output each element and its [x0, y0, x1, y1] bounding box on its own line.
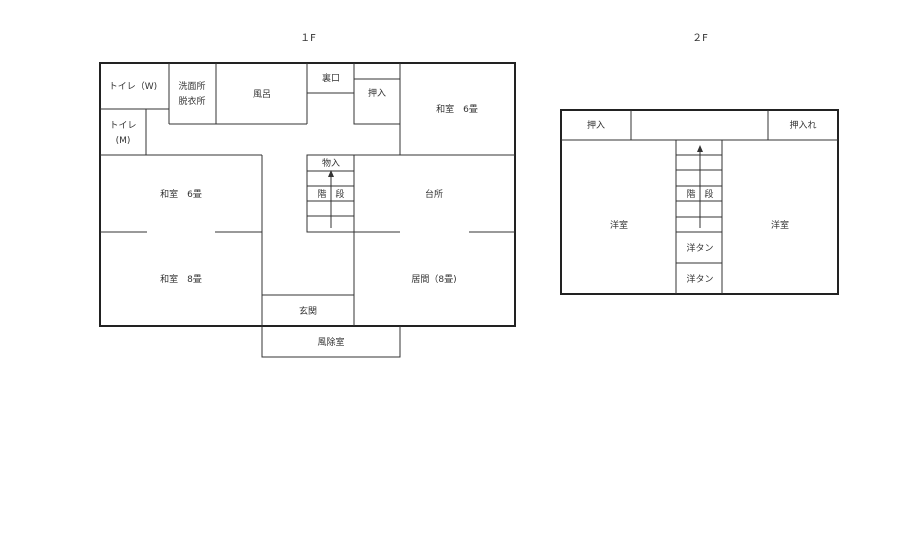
floor2-outer-wall: [560, 109, 839, 295]
room-label-monoire: 物入: [322, 157, 340, 169]
room-label-washitsu-8: 和室 8畳: [160, 273, 202, 285]
room-label-kaidan-1f: 階 段: [317, 188, 344, 200]
room-label-ima: 居間（8畳): [411, 274, 456, 285]
room-label-yoshitsu-left: 洋室: [610, 219, 628, 231]
room-label-toilet-w: トイレ（W): [109, 81, 157, 92]
room-label-oshiire-right: 押入れ: [789, 119, 816, 131]
floor2-title: ２F: [692, 33, 708, 44]
stair-arrow-icon-2f: [697, 145, 703, 152]
room-label-daidokoro: 台所: [425, 188, 443, 200]
floor1-title: １F: [300, 33, 316, 44]
room-label-fujoshitsu: 風除室: [317, 336, 344, 348]
room-label-washitsu-6-w: 和室 6畳: [160, 188, 202, 200]
stair-arrow-icon: [328, 170, 334, 177]
room-label-toilet-m-suffix: (M): [116, 136, 131, 146]
room-label-washitsu-6-ne: 和室 6畳: [436, 103, 478, 115]
room-label-oshiire: 押入: [368, 87, 386, 99]
floor1-plan: [99, 62, 516, 358]
floor2-plan: [560, 109, 839, 295]
room-label-senmenjo: 洗面所: [178, 80, 205, 92]
room-label-uraguchi: 裏口: [322, 72, 340, 84]
room-label-oshiire-left: 押入: [587, 119, 605, 131]
room-label-furo: 風呂: [253, 89, 271, 100]
room-label-genkan: 玄関: [299, 305, 317, 317]
room-label-kaidan-2f: 階 段: [686, 188, 713, 200]
room-label-yoshitsu-right: 洋室: [771, 219, 789, 231]
room-label-yotan-1: 洋タン: [686, 242, 713, 254]
room-label-toilet-m: トイレ: [109, 121, 136, 131]
room-label-yotan-2: 洋タン: [686, 273, 713, 285]
room-label-datsuijo: 脱衣所: [178, 95, 205, 107]
